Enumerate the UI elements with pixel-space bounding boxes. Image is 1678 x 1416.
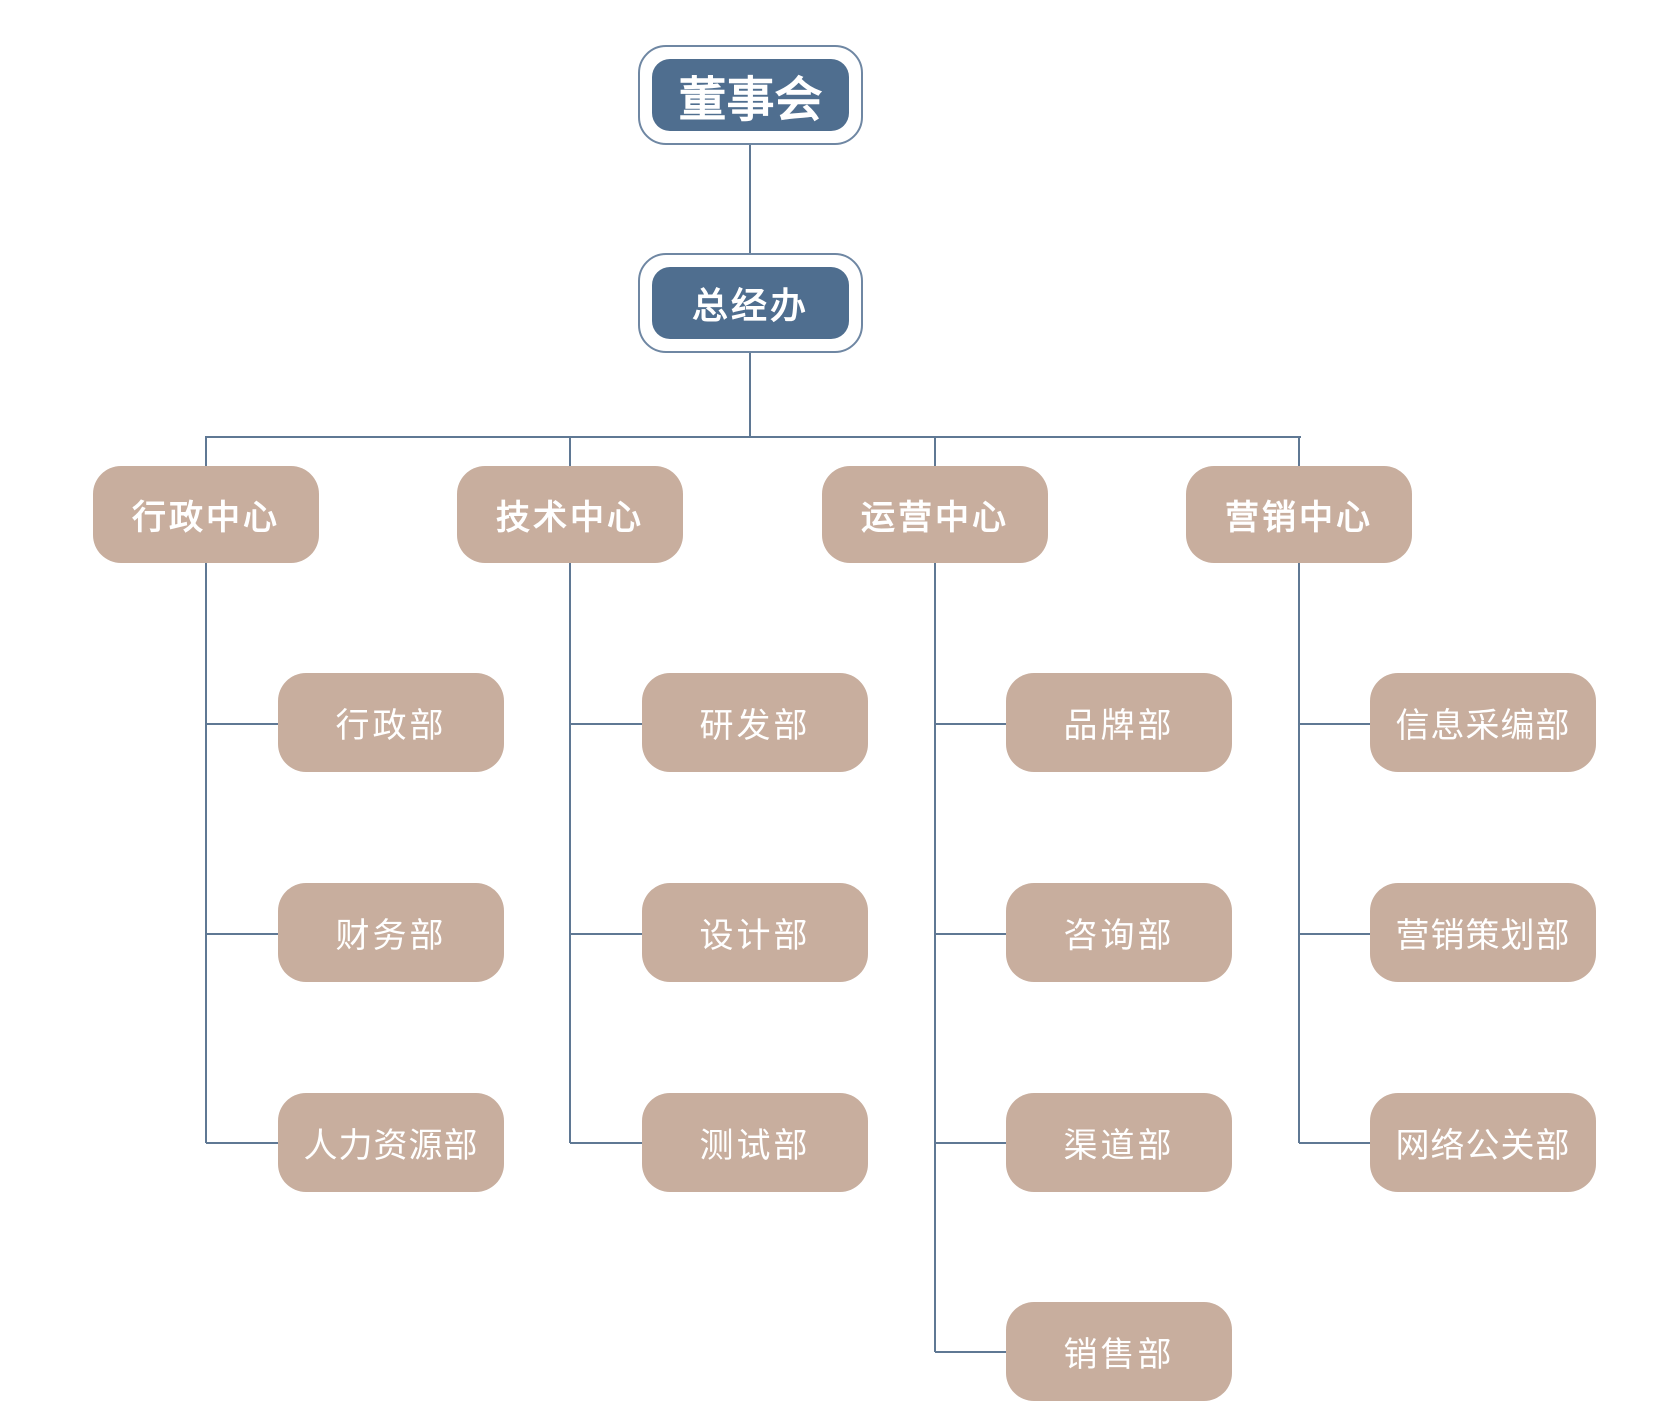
connector-center-spine [205,563,207,1143]
department-node[interactable]: 信息采编部 [1370,673,1596,772]
department-node[interactable]: 营销策划部 [1370,883,1596,982]
department-node[interactable]: 网络公关部 [1370,1093,1596,1192]
department-node[interactable]: 研发部 [642,673,868,772]
center-node[interactable]: 行政中心 [93,466,319,563]
connector-bus-center [934,437,936,467]
connector-department [570,1142,642,1144]
gm-office-label: 总经办 [652,267,849,339]
department-node[interactable]: 咨询部 [1006,883,1232,982]
connector-department [1299,933,1370,935]
connector-department [570,933,642,935]
department-node[interactable]: 销售部 [1006,1302,1232,1401]
connector-center-spine [1298,563,1300,1143]
connector-bus-center [569,437,571,467]
center-node[interactable]: 运营中心 [822,466,1048,563]
connector-department [206,933,278,935]
connector-bus-center [205,437,207,467]
department-node[interactable]: 行政部 [278,673,504,772]
connector-department [935,723,1006,725]
connector-department [570,723,642,725]
center-node[interactable]: 技术中心 [457,466,683,563]
connector-bus-center [1298,437,1300,467]
connector-center-spine [934,563,936,1352]
center-node[interactable]: 营销中心 [1186,466,1412,563]
department-node[interactable]: 财务部 [278,883,504,982]
connector-department [1299,723,1370,725]
connector-department [206,723,278,725]
connector-horizontal-bus [205,436,1301,438]
connector-board-gm [749,145,751,253]
connector-department [935,1351,1006,1353]
connector-department [206,1142,278,1144]
department-node[interactable]: 人力资源部 [278,1093,504,1192]
department-node[interactable]: 品牌部 [1006,673,1232,772]
department-node[interactable]: 测试部 [642,1093,868,1192]
connector-gm-bus [749,353,751,438]
department-node[interactable]: 设计部 [642,883,868,982]
board-label: 董事会 [652,59,849,131]
gm-office-node[interactable]: 总经办 [638,253,863,353]
board-node[interactable]: 董事会 [638,45,863,145]
connector-center-spine [569,563,571,1143]
connector-department [935,933,1006,935]
connector-department [935,1142,1006,1144]
connector-department [1299,1142,1370,1144]
department-node[interactable]: 渠道部 [1006,1093,1232,1192]
